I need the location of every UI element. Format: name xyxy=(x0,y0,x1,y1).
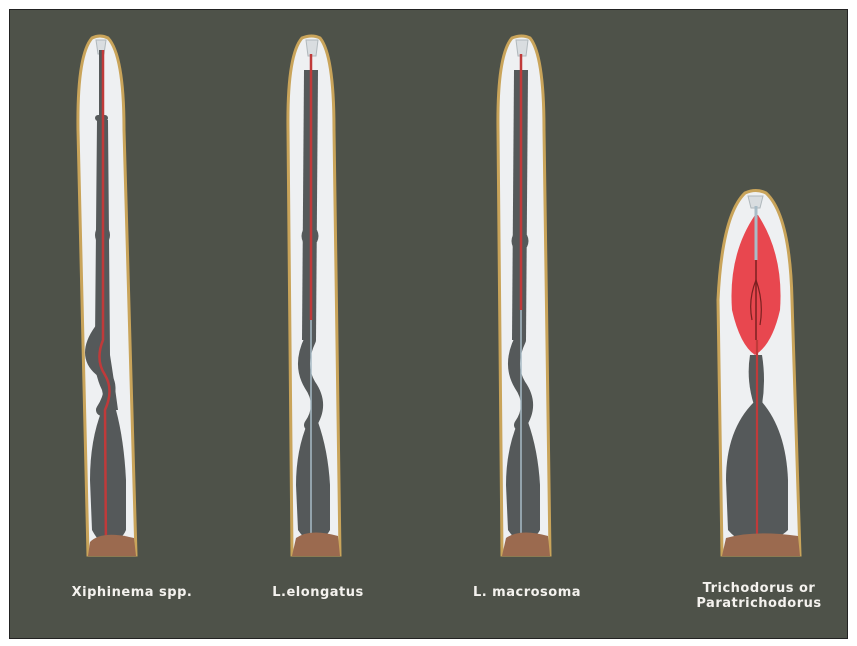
label-l-elongatus: L.elongatus xyxy=(258,585,378,600)
trichodorus-nematode xyxy=(718,191,800,557)
nematode-diagram: Xiphinema spp. L.elongatus L. macrosoma … xyxy=(9,9,848,639)
nematode-illustration xyxy=(10,10,847,638)
xiphinema-nematode xyxy=(78,36,136,556)
l-elongatus-nematode xyxy=(288,36,340,556)
label-xiphinema: Xiphinema spp. xyxy=(62,585,202,600)
label-trichodorus-line2: Paratrichodorus xyxy=(684,596,834,611)
l-macrosoma-nematode xyxy=(498,36,550,556)
label-trichodorus-line1: Trichodorus or xyxy=(684,581,834,596)
label-l-macrosoma: L. macrosoma xyxy=(462,585,592,600)
